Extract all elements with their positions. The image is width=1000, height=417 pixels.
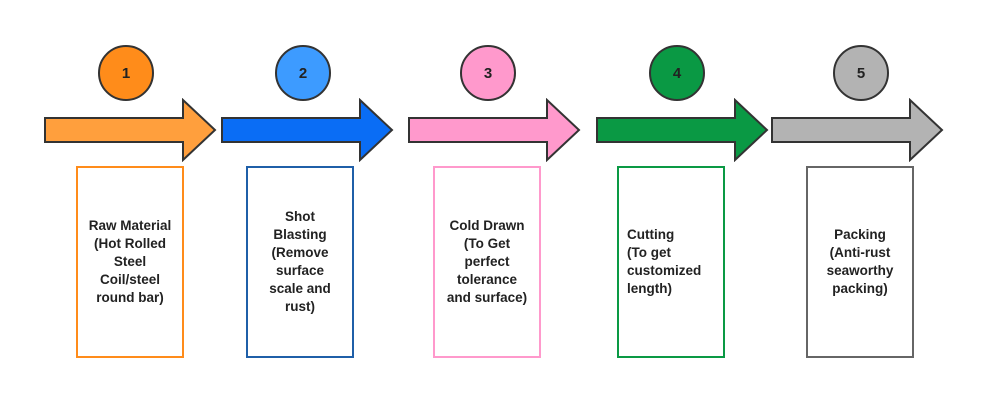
arrow-shape — [771, 98, 944, 162]
step-description: Packing (Anti-rust seaworthy packing) — [826, 227, 894, 296]
step-description: Raw Material (Hot Rolled Steel Coil/stee… — [88, 218, 172, 305]
arrow-right-icon — [408, 98, 581, 162]
step-description: Shot Blasting (Remove surface scale and … — [269, 209, 331, 314]
step-description-box: Packing (Anti-rust seaworthy packing) — [806, 166, 914, 358]
arrow-shape — [221, 98, 394, 162]
step-number-badge: 2 — [275, 45, 331, 101]
step-description-box: Cutting (To get customized length) — [617, 166, 725, 358]
step-number-badge: 3 — [460, 45, 516, 101]
arrow-right-icon — [44, 98, 217, 162]
step-number-badge: 5 — [833, 45, 889, 101]
arrow-shape — [408, 98, 581, 162]
step-description-box: Shot Blasting (Remove surface scale and … — [246, 166, 354, 358]
step-number-badge: 1 — [98, 45, 154, 101]
step-description-box: Cold Drawn (To Get perfect tolerance and… — [433, 166, 541, 358]
step-description-box: Raw Material (Hot Rolled Steel Coil/stee… — [76, 166, 184, 358]
step-number-badge: 4 — [649, 45, 705, 101]
arrow-right-icon — [596, 98, 769, 162]
arrow-shape — [44, 98, 217, 162]
step-description: Cutting (To get customized length) — [627, 227, 702, 296]
step-description: Cold Drawn (To Get perfect tolerance and… — [446, 218, 528, 305]
arrow-shape — [596, 98, 769, 162]
arrow-right-icon — [771, 98, 944, 162]
arrow-right-icon — [221, 98, 394, 162]
